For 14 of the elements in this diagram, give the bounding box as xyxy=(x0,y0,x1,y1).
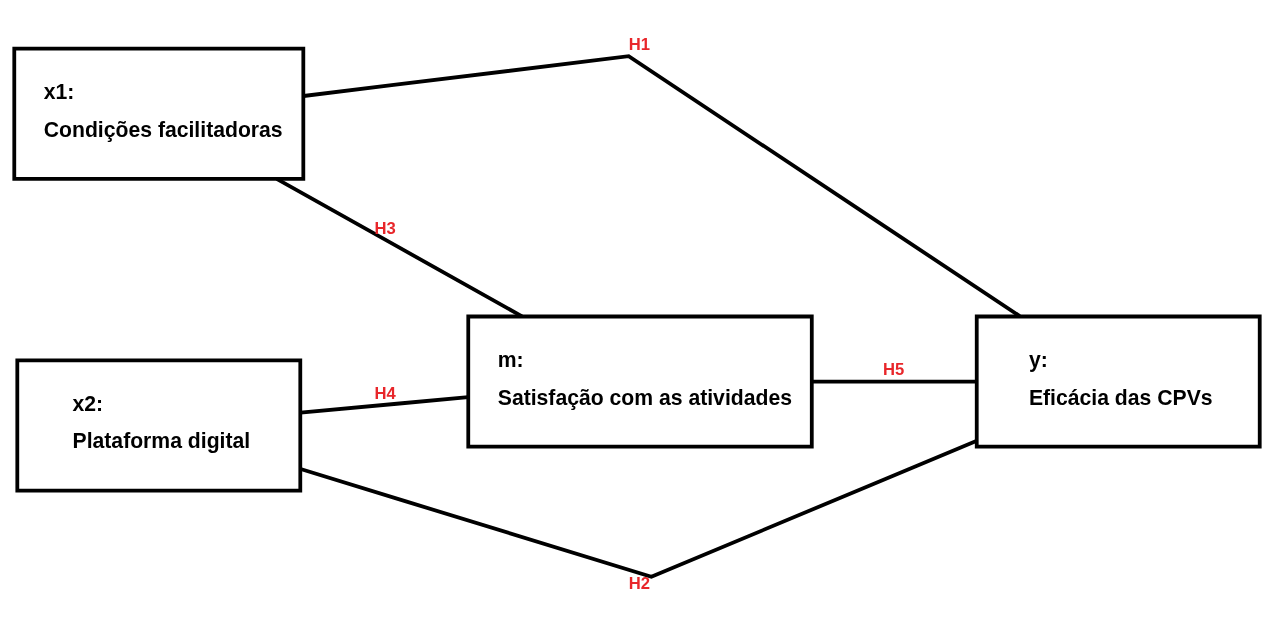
node-box: x2: Plataforma digital xyxy=(15,358,303,492)
connector xyxy=(275,176,523,318)
connector xyxy=(300,394,469,414)
edge-label: H4 xyxy=(374,383,396,403)
node-box: y: Eficácia das CPVs xyxy=(974,314,1262,449)
node-box: x1: Condições facilitadoras xyxy=(12,46,306,181)
edge-label: H5 xyxy=(882,359,905,379)
connector xyxy=(812,379,977,383)
node-box: m: Satisfação com as atividades xyxy=(466,314,814,449)
connector xyxy=(303,53,1021,318)
connector xyxy=(300,438,977,579)
edge-label: H1 xyxy=(628,34,650,54)
edge-label: H2 xyxy=(628,573,650,593)
edge-label: H3 xyxy=(374,218,396,238)
